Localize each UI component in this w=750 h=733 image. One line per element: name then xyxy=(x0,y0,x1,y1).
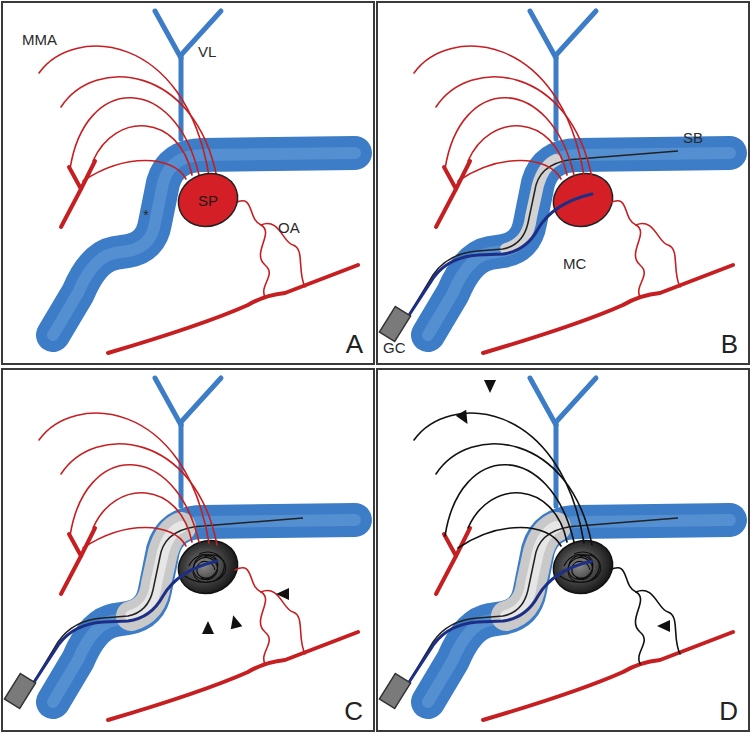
inflated-balloon xyxy=(131,527,181,616)
embolized-feeders xyxy=(414,413,592,548)
catheters xyxy=(4,518,303,708)
artery-trunks xyxy=(61,528,358,720)
balloon-highlight xyxy=(131,527,181,616)
artery-label: OA xyxy=(278,220,300,235)
marker-symbol: * xyxy=(143,207,149,222)
artery-trunks xyxy=(61,161,358,353)
arrowhead xyxy=(276,588,289,600)
embolized-oa-feeders xyxy=(610,568,680,664)
panel-letter: A xyxy=(346,331,363,357)
panel-letter: D xyxy=(719,698,738,724)
figure-panel: B xyxy=(376,1,750,365)
artery-trunks xyxy=(436,528,733,720)
pouch-shape xyxy=(171,165,245,234)
arrowhead xyxy=(202,621,214,634)
venous-sinus xyxy=(428,520,730,702)
device-label: GC xyxy=(383,340,406,355)
vein-of-labbe xyxy=(155,378,221,506)
vein-of-labbe xyxy=(530,11,596,139)
panel-b-art xyxy=(379,11,733,353)
panel-d-art xyxy=(379,378,733,720)
vein-of-labbe xyxy=(155,11,221,139)
device-label: SB xyxy=(683,130,703,145)
embolized-pouch xyxy=(171,532,245,601)
mma-feeders xyxy=(414,46,592,181)
artery-trunks xyxy=(436,161,733,353)
figure-panel: A SP xyxy=(1,1,375,365)
vein-of-labbe xyxy=(530,378,596,506)
coil-mass xyxy=(185,552,226,582)
coil-mass xyxy=(560,552,601,582)
artery-label: MMA xyxy=(22,32,57,47)
pouch-label: SP xyxy=(198,193,218,208)
figure-panel: D xyxy=(376,368,750,732)
deflated-balloon xyxy=(506,160,556,249)
inflated-balloon xyxy=(506,527,556,616)
venous-sinus xyxy=(53,153,355,335)
venous-sinus xyxy=(428,153,730,335)
vein-label: VL xyxy=(198,44,216,59)
balloon-highlight xyxy=(506,527,556,616)
panel-letter: B xyxy=(721,331,738,357)
catheters xyxy=(379,151,678,341)
oa-feeders xyxy=(610,201,680,297)
sinus-pouch xyxy=(546,165,620,234)
sinus-pouch: SP xyxy=(178,174,238,226)
catheters xyxy=(379,518,678,708)
venous-sinus xyxy=(53,520,355,702)
oa-feeders xyxy=(235,201,305,297)
arrowhead xyxy=(456,410,473,427)
arrowhead xyxy=(484,380,496,393)
device-label: MC xyxy=(563,256,586,271)
figure-panel: C xyxy=(1,368,375,732)
mma-feeders xyxy=(39,413,217,548)
embolized-pouch xyxy=(546,532,620,601)
panel-letter: C xyxy=(344,698,363,724)
mma-feeders xyxy=(39,46,217,181)
panel-c-art xyxy=(4,378,358,720)
oa-feeders xyxy=(235,568,305,664)
panel-a-art xyxy=(39,11,358,353)
arrowhead xyxy=(657,620,670,632)
arrowhead xyxy=(227,614,242,630)
